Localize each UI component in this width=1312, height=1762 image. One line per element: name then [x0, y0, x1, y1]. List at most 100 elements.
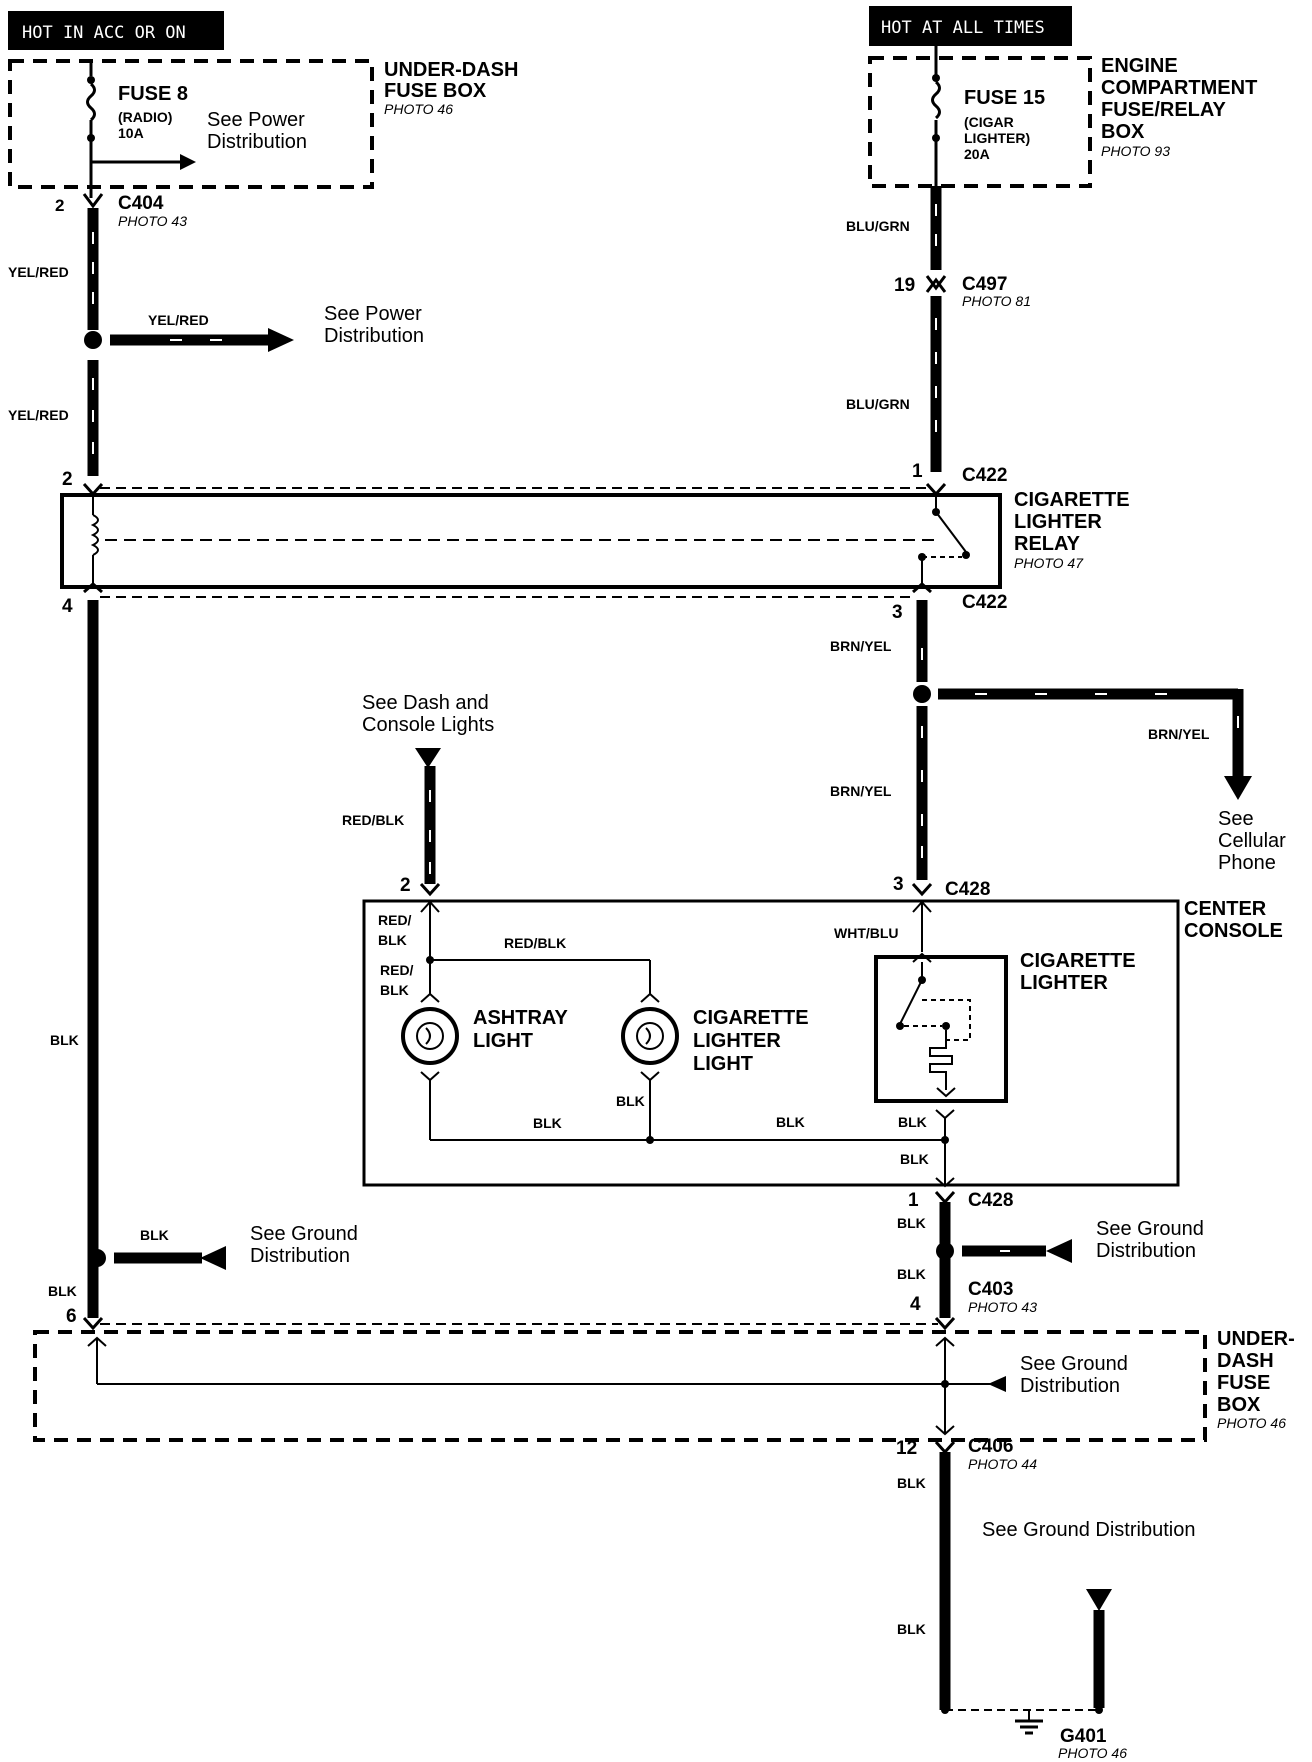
- c403-pin-6: 6: [66, 1306, 77, 1327]
- c428-label-bottom: C428: [968, 1190, 1013, 1211]
- fuse15-cigar: (CIGAR: [964, 114, 1014, 130]
- ashtray-light-label-1: ASHTRAY: [473, 1007, 568, 1029]
- fuse8-amp: 10A: [118, 125, 144, 141]
- cig-light-label-1: CIGARETTE: [693, 1007, 809, 1029]
- splice-brn-yel: [913, 685, 931, 703]
- wire-yel-red-label-2: YEL/RED: [8, 407, 69, 423]
- splice-right-ground: [936, 1242, 954, 1260]
- see-dash-1: See Dash and: [362, 692, 489, 714]
- engine-box-photo: PHOTO 93: [1101, 143, 1170, 159]
- brn-yel-branch-label: BRN/YEL: [1148, 726, 1210, 742]
- wht-blu-label: WHT/BLU: [834, 925, 899, 941]
- left-wire-blk-label-2: BLK: [48, 1283, 77, 1299]
- c497-photo: PHOTO 81: [962, 293, 1031, 309]
- cig-lighter-label-1: CIGARETTE: [1020, 950, 1136, 972]
- c404-connector: [82, 193, 104, 209]
- ud-fuse-box-label-2: FUSE BOX: [384, 80, 487, 102]
- fuse-8: [86, 61, 96, 198]
- svg-text:HOT IN ACC OR ON: HOT IN ACC OR ON: [22, 23, 186, 43]
- c422-label-top: C422: [962, 465, 1007, 486]
- fuse-box-see-ground-2: Distribution: [1020, 1375, 1120, 1397]
- ud-box-photo: PHOTO 46: [1217, 1415, 1286, 1431]
- fuse8-distribution: Distribution: [207, 131, 307, 153]
- red-blk-internal-label-c1: RED/: [380, 962, 414, 978]
- c406-label: C406: [968, 1436, 1013, 1457]
- right-see-ground-2: Distribution: [1096, 1240, 1196, 1262]
- fuse-15: [931, 46, 941, 186]
- hot-acc-tag: HOT IN ACC OR ON: [8, 11, 224, 50]
- wire-yel-red-label-1: YEL/RED: [8, 264, 69, 280]
- relay-pin-4: 4: [62, 596, 73, 617]
- see-power-dist-2b: Distribution: [324, 325, 424, 347]
- bottom-blk-label-2: BLK: [897, 1621, 926, 1637]
- red-blk-internal-label-a1: RED/: [378, 912, 412, 928]
- cigarette-lighter-light-bulb: [621, 992, 679, 1082]
- relay-pin-3: 3: [892, 602, 903, 623]
- ud-box-label-2: DASH: [1217, 1350, 1274, 1372]
- wire-blu-grn-label-2: BLU/GRN: [846, 396, 910, 412]
- cig-light-label-3: LIGHT: [693, 1053, 753, 1075]
- left-ground-arrowhead: [200, 1246, 226, 1270]
- see-cellular-1: See: [1218, 808, 1254, 830]
- ud-fuse-box-label-1: UNDER-DASH: [384, 59, 518, 81]
- ud-box-label-3: FUSE: [1217, 1372, 1270, 1394]
- console-blk-label-1: BLK: [533, 1115, 562, 1131]
- c406-photo: PHOTO 44: [968, 1456, 1037, 1472]
- relay-photo: PHOTO 47: [1014, 555, 1084, 571]
- console-blk-label-2: BLK: [776, 1114, 805, 1130]
- console-blk-label-3: BLK: [898, 1114, 927, 1130]
- brn-yel-label-1: BRN/YEL: [830, 638, 892, 654]
- fuse15-amp: 20A: [964, 146, 990, 162]
- relay-pin-1: 1: [912, 461, 923, 482]
- c497-connector: [925, 275, 947, 293]
- left-wire-blk-label: BLK: [50, 1032, 79, 1048]
- branch-yel-red-arrowhead: [268, 328, 294, 352]
- under-dash-fuse-box-bottom: [33, 1330, 1207, 1442]
- cigarette-lighter-element: [874, 955, 1008, 1103]
- c404-label: C404: [118, 193, 164, 214]
- wire-blu-grn-label-1: BLU/GRN: [846, 218, 910, 234]
- left-see-ground-1: See Ground: [250, 1223, 358, 1245]
- brn-yel-label-2: BRN/YEL: [830, 783, 892, 799]
- cigarette-lighter-switch: [896, 962, 971, 1098]
- cig-lighter-label-2: LIGHTER: [1020, 972, 1108, 994]
- red-blk-label: RED/BLK: [342, 812, 404, 828]
- engine-box-label-1: ENGINE: [1101, 55, 1178, 77]
- see-dash-2: Console Lights: [362, 714, 494, 736]
- c422-label-bottom: C422: [962, 592, 1007, 613]
- fuse8-label: FUSE 8: [118, 83, 188, 105]
- c428-label-top: C428: [945, 879, 990, 900]
- hot-all-tag: HOT AT ALL TIMES: [869, 6, 1072, 46]
- c404-photo: PHOTO 43: [118, 213, 187, 229]
- branch-brn-yel: [938, 688, 1252, 800]
- bottom-see-ground: See Ground Distribution: [982, 1519, 1195, 1541]
- c403-pin-4: 4: [910, 1294, 921, 1315]
- g401-photo: PHOTO 46: [1058, 1745, 1127, 1761]
- c497-pin: 19: [894, 275, 915, 296]
- center-console-box: [362, 899, 1180, 1187]
- g401-ground: [941, 1706, 1103, 1735]
- c428-pin-2: 2: [400, 875, 411, 896]
- engine-box-label-3: FUSE/RELAY: [1101, 99, 1227, 121]
- left-ground-blk-label: BLK: [140, 1227, 169, 1243]
- fuse8-radio: (RADIO): [118, 109, 172, 125]
- red-blk-internal-label-c2: BLK: [380, 982, 409, 998]
- fuse8-see-power: See Power: [207, 109, 305, 131]
- g401-label: G401: [1060, 1726, 1107, 1747]
- right-blk-label-1: BLK: [897, 1215, 926, 1231]
- see-cellular-3: Phone: [1218, 852, 1276, 874]
- fuse8-tap-arrowhead: [180, 154, 196, 170]
- bottom-blk-label-1: BLK: [897, 1475, 926, 1491]
- see-cellular-2: Cellular: [1218, 830, 1286, 852]
- engine-box-label-2: COMPARTMENT: [1101, 77, 1257, 99]
- fuse-box-see-ground-1: See Ground: [1020, 1353, 1128, 1375]
- under-dash-fuse-box-top: [8, 59, 374, 189]
- red-blk-internal-label-b: RED/BLK: [504, 935, 566, 951]
- dash-lights-arrowhead: [415, 748, 441, 768]
- c428-pin-1: 1: [908, 1190, 919, 1211]
- relay-coil: [90, 495, 936, 587]
- right-blk-label-2: BLK: [897, 1266, 926, 1282]
- splice-yel-red: [84, 331, 102, 349]
- right-see-ground-1: See Ground: [1096, 1218, 1204, 1240]
